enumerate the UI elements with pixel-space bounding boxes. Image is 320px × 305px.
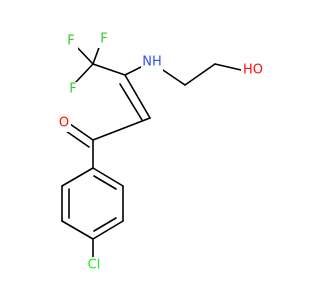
bond-ch2-ch2 <box>184 63 216 86</box>
ring-bond-4 <box>61 220 94 240</box>
bond-c-f3 <box>75 63 94 83</box>
atom-label-nh: NH <box>142 55 162 70</box>
atom-label-o: O <box>59 116 69 131</box>
atom-labels: F F F NH HO O <box>57 32 265 273</box>
bond-c3-n <box>124 65 144 76</box>
bond-cf3-c3 <box>92 63 126 76</box>
atom-label-cl: Cl <box>88 258 101 273</box>
ring-bond-3 <box>92 220 124 240</box>
bond-c3-c2-double <box>119 83 143 121</box>
bond-n-ch2 <box>159 67 186 86</box>
bond-c1-o-double <box>65 130 90 148</box>
atom-label-ho: HO <box>243 63 263 78</box>
nitrogen-atom: NH <box>141 55 163 71</box>
ring-bond-6 <box>61 167 94 187</box>
bond-c2-c1 <box>92 117 151 141</box>
structure-svg: F F F NH HO O <box>57 32 265 273</box>
fluorine-atom-2: F <box>97 32 111 48</box>
bonds <box>61 41 242 258</box>
molecule-diagram: F F F NH HO O <box>57 32 265 273</box>
bond-c3-c2 <box>124 74 151 119</box>
fluorine-atom-3: F <box>66 82 80 98</box>
atom-label-f1: F <box>67 34 74 49</box>
ring-inner-1 <box>93 175 117 190</box>
hydroxyl-group: HO <box>241 63 265 79</box>
atom-label-f2: F <box>100 32 107 47</box>
carbonyl-oxygen: O <box>57 116 71 132</box>
atom-label-f3: F <box>69 82 76 97</box>
bond-c1-o <box>69 123 94 141</box>
fluorine-atom-1: F <box>64 34 78 50</box>
ring-bond-1 <box>92 167 124 187</box>
chlorine-atom: Cl <box>83 257 105 273</box>
ring-inner-2 <box>93 217 117 232</box>
bond-ch2-oh <box>214 63 242 71</box>
